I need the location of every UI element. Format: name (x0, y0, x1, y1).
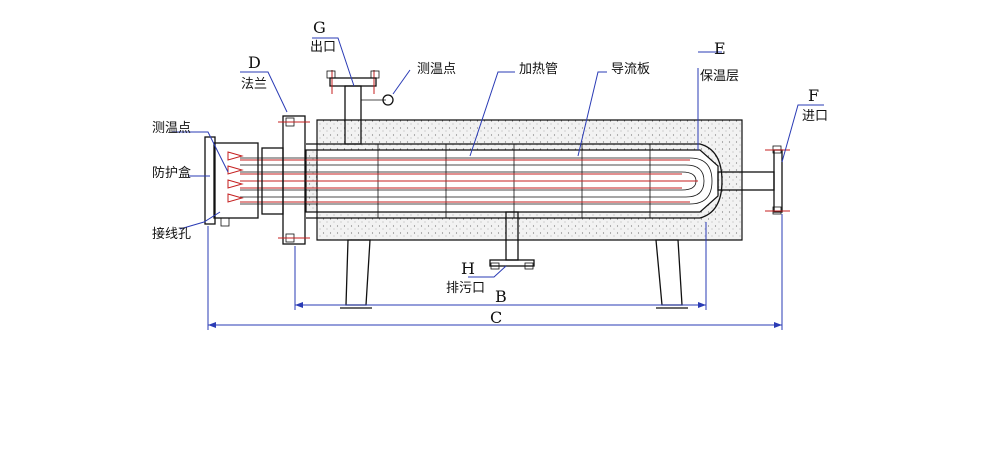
label-heating-tube: 加热管 (519, 62, 558, 77)
label-outlet: 出口 (310, 40, 336, 55)
drain-nozzle (489, 211, 535, 270)
label-dimension-b: B (495, 287, 507, 306)
label-protection-box: 防护盒 (152, 165, 191, 181)
label-e-letter: E (714, 39, 726, 58)
label-g-letter: G (313, 18, 326, 37)
label-temp-point-top: 测温点 (417, 62, 456, 77)
label-baffle: 导流板 (611, 62, 650, 77)
main-flange (261, 115, 310, 245)
label-insulation: 保温层 (700, 69, 739, 84)
support-legs (340, 239, 688, 309)
dimension-c (207, 214, 783, 330)
label-flange: 法兰 (241, 77, 267, 92)
labels: G 出口 D 法兰 测温点 加热管 导流板 E 保温层 F 进口 测温点 防护盒… (152, 18, 828, 327)
vessel-shell (306, 143, 723, 219)
label-f-letter: F (808, 86, 819, 105)
label-dimension-c: C (490, 308, 502, 327)
label-h-letter: H (461, 259, 475, 278)
outlet-nozzle (326, 70, 394, 145)
heating-tubes (240, 157, 713, 205)
label-inlet: 进口 (802, 109, 828, 124)
label-d-letter: D (248, 53, 261, 72)
label-drain: 排污口 (446, 281, 485, 296)
label-wiring-hole: 接线孔 (152, 226, 191, 242)
insulation-layer (305, 119, 743, 241)
leader-lines (172, 37, 824, 278)
label-temp-point-left: 测温点 (152, 121, 191, 136)
inlet-nozzle (717, 145, 790, 215)
dimension-b (294, 222, 707, 310)
